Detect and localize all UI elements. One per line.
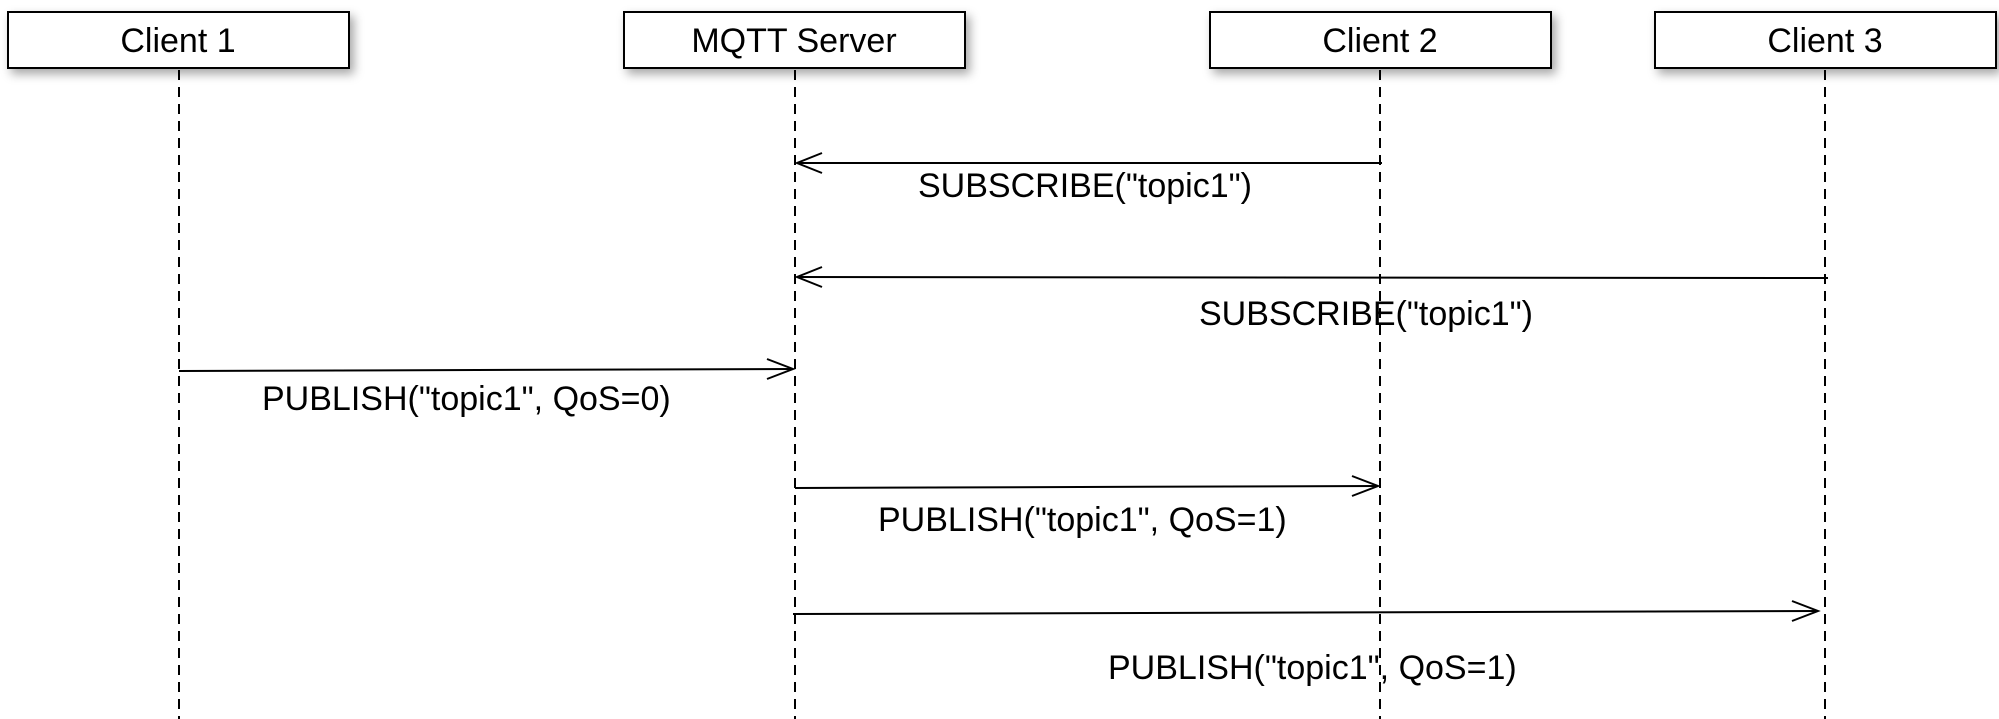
arrow-right-icon — [1791, 600, 1821, 622]
message-label: SUBSCRIBE("topic1") — [918, 167, 1252, 205]
participant-label: MQTT Server — [691, 22, 896, 60]
message-subscribe-client-2: SUBSCRIBE("topic1") — [794, 152, 1382, 205]
arrow-right-icon — [766, 358, 796, 380]
arrow-right-icon — [1351, 475, 1381, 497]
participant-mqtt-server: MQTT Server — [623, 11, 966, 69]
message-subscribe-client-3: SUBSCRIBE("topic1") — [794, 266, 1829, 333]
participant-label: Client 1 — [120, 22, 235, 60]
message-publish-to-client-3: PUBLISH("topic1", QoS=1) — [792, 600, 1821, 687]
message-label: PUBLISH("topic1", QoS=1) — [878, 501, 1287, 539]
participant-client-1: Client 1 — [7, 11, 350, 69]
message-publish-client-1: PUBLISH("topic1", QoS=0) — [178, 358, 796, 418]
message-label: PUBLISH("topic1", QoS=0) — [262, 380, 671, 418]
participant-client-2: Client 2 — [1209, 11, 1552, 69]
participant-label: Client 3 — [1767, 22, 1882, 60]
message-publish-to-client-2: PUBLISH("topic1", QoS=1) — [794, 475, 1381, 539]
message-label: PUBLISH("topic1", QoS=1) — [1108, 649, 1517, 687]
participant-client-3: Client 3 — [1654, 11, 1997, 69]
message-label: SUBSCRIBE("topic1") — [1199, 295, 1533, 333]
arrow-left-icon — [794, 266, 823, 288]
participant-label: Client 2 — [1322, 22, 1437, 60]
arrow-left-icon — [794, 152, 823, 174]
